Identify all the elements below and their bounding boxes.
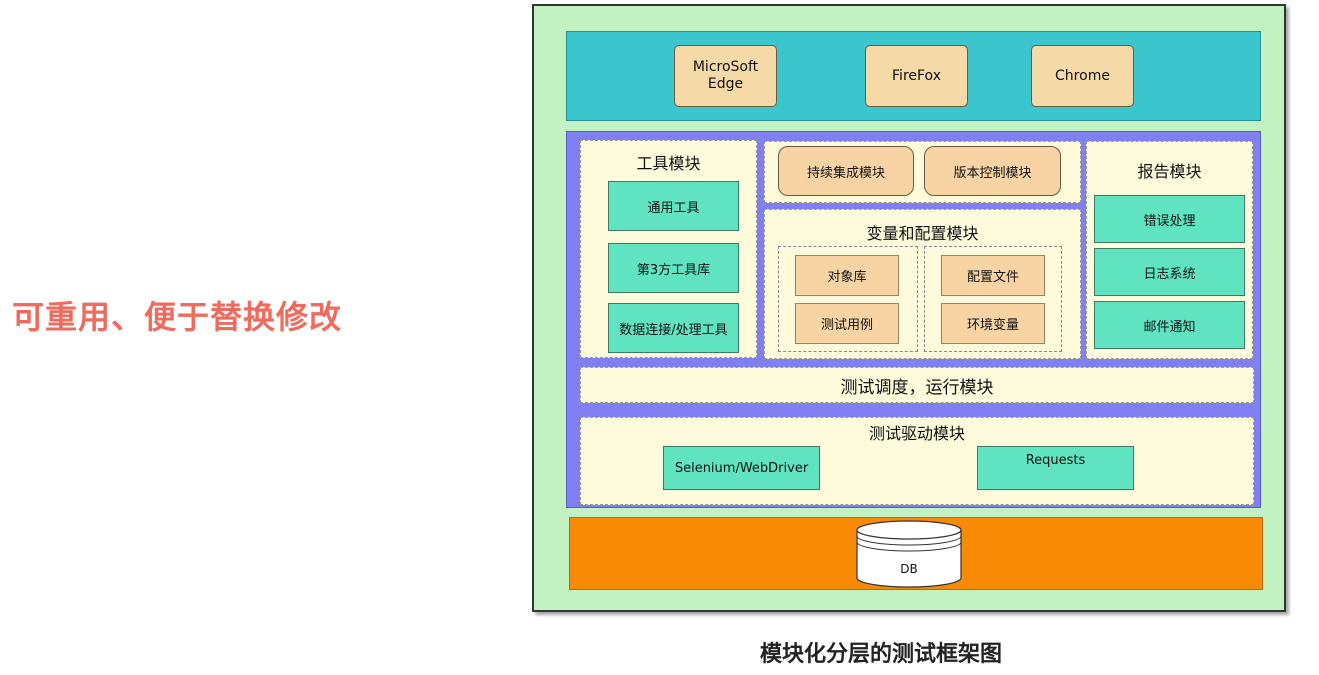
- env-variable-box: 环境变量: [941, 303, 1045, 344]
- config-right-group: [924, 246, 1062, 352]
- report-item: 邮件通知: [1094, 301, 1245, 349]
- tool-item: 数据连接/处理工具: [608, 303, 739, 353]
- report-module-title: 报告模块: [1137, 162, 1202, 181]
- browser-chrome: Chrome: [1031, 45, 1134, 107]
- config-module-title: 变量和配置模块: [866, 224, 979, 243]
- browser-firefox: FireFox: [865, 45, 968, 107]
- vcs-module-box: 版本控制模块: [924, 146, 1061, 196]
- db-cylinder-icon: [856, 520, 962, 588]
- ci-module-box: 持续集成模块: [778, 146, 914, 196]
- diagram-caption: 模块化分层的测试框架图: [760, 642, 1003, 667]
- scheduler-module-bar: 测试调度，运行模块: [580, 367, 1254, 403]
- config-left-group: [778, 246, 918, 352]
- browser-edge: MicroSoft Edge: [674, 45, 777, 107]
- driver-module-title: 测试驱动模块: [868, 424, 965, 443]
- tool-item: 第3方工具库: [608, 243, 739, 293]
- config-file-box: 配置文件: [941, 255, 1045, 296]
- tool-item: 通用工具: [608, 181, 739, 231]
- slogan-text: 可重用、便于替换修改: [12, 298, 343, 336]
- report-item: 日志系统: [1094, 248, 1245, 296]
- tools-module-title: 工具模块: [636, 154, 701, 173]
- test-case-box: 测试用例: [795, 303, 899, 344]
- db-label: DB: [900, 562, 918, 576]
- report-item: 错误处理: [1094, 195, 1245, 243]
- requests-box: Requests: [977, 446, 1134, 490]
- object-library-box: 对象库: [795, 255, 899, 296]
- selenium-webdriver-box: Selenium/WebDriver: [663, 446, 820, 490]
